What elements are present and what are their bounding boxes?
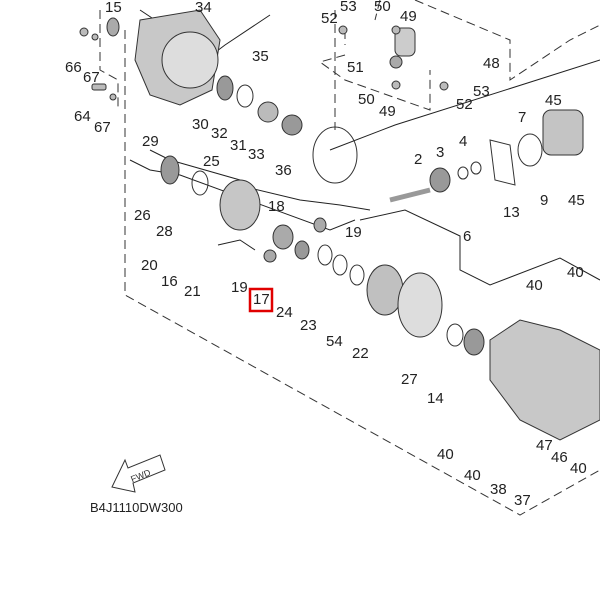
part-label-46[interactable]: 46	[551, 449, 568, 466]
part-label-18[interactable]: 18	[268, 198, 285, 215]
part-label-50[interactable]: 50	[358, 91, 375, 108]
part-label-67[interactable]: 67	[94, 119, 111, 136]
part-label-36[interactable]: 36	[275, 162, 292, 179]
part-label-29[interactable]: 29	[142, 133, 159, 150]
housing-right	[489, 319, 600, 441]
part-label-37[interactable]: 37	[514, 492, 531, 509]
part-label-26[interactable]: 26	[134, 207, 151, 224]
part-label-45[interactable]: 45	[568, 192, 585, 209]
part-label-53[interactable]: 53	[473, 83, 490, 100]
part-label-22[interactable]: 22	[352, 345, 369, 362]
part-label-40[interactable]: 40	[526, 277, 543, 294]
part-label-40[interactable]: 40	[570, 460, 587, 477]
part-label-13[interactable]: 13	[503, 204, 520, 221]
part-label-2[interactable]: 2	[414, 151, 422, 168]
part-label-67[interactable]: 67	[83, 69, 100, 86]
part-label-14[interactable]: 14	[427, 390, 444, 407]
part-label-19[interactable]: 19	[345, 224, 362, 241]
part-label-15[interactable]: 15	[105, 0, 122, 16]
part-label-9[interactable]: 9	[540, 192, 548, 209]
part-label-35[interactable]: 35	[252, 48, 269, 65]
part-label-51[interactable]: 51	[347, 59, 364, 76]
part-label-45[interactable]: 45	[545, 92, 562, 109]
part-label-6[interactable]: 6	[463, 228, 471, 245]
part-label-30[interactable]: 30	[192, 116, 209, 133]
fwd-arrow-icon: FWD	[111, 454, 166, 493]
part-label-38[interactable]: 38	[490, 481, 507, 498]
part-label-34[interactable]: 34	[195, 0, 212, 16]
part-label-40[interactable]: 40	[464, 467, 481, 484]
part-label-49[interactable]: 49	[379, 103, 396, 120]
part-label-40[interactable]: 40	[567, 264, 584, 281]
dashed-frame	[99, 0, 600, 516]
part-label-32[interactable]: 32	[211, 125, 228, 142]
part-label-31[interactable]: 31	[230, 137, 247, 154]
part-label-28[interactable]: 28	[156, 223, 173, 240]
highlight-box	[248, 287, 274, 313]
part-label-64[interactable]: 64	[74, 108, 91, 125]
part-label-54[interactable]: 54	[326, 333, 343, 350]
part-label-20[interactable]: 20	[141, 257, 158, 274]
part-label-23[interactable]: 23	[300, 317, 317, 334]
part-label-40[interactable]: 40	[437, 446, 454, 463]
part-label-25[interactable]: 25	[203, 153, 220, 170]
part-shapes	[79, 9, 600, 441]
part-label-27[interactable]: 27	[401, 371, 418, 388]
part-label-47[interactable]: 47	[536, 437, 553, 454]
part-label-16[interactable]: 16	[161, 273, 178, 290]
part-label-53[interactable]: 53	[340, 0, 357, 15]
part-label-50[interactable]: 50	[374, 0, 391, 15]
part-label-7[interactable]: 7	[518, 109, 526, 126]
part-label-52[interactable]: 52	[321, 10, 338, 27]
part-label-19[interactable]: 19	[231, 279, 248, 296]
part-label-49[interactable]: 49	[400, 8, 417, 25]
diagram-code: B4J1110DW300	[90, 500, 183, 515]
part-label-24[interactable]: 24	[276, 304, 293, 321]
part-label-21[interactable]: 21	[184, 283, 201, 300]
part-label-66[interactable]: 66	[65, 59, 82, 76]
part-label-52[interactable]: 52	[456, 96, 473, 113]
part-label-33[interactable]: 33	[248, 146, 265, 163]
part-label-17[interactable]: 17	[253, 291, 270, 308]
part-label-3[interactable]: 3	[436, 144, 444, 161]
part-label-4[interactable]: 4	[459, 133, 467, 150]
part-label-48[interactable]: 48	[483, 55, 500, 72]
